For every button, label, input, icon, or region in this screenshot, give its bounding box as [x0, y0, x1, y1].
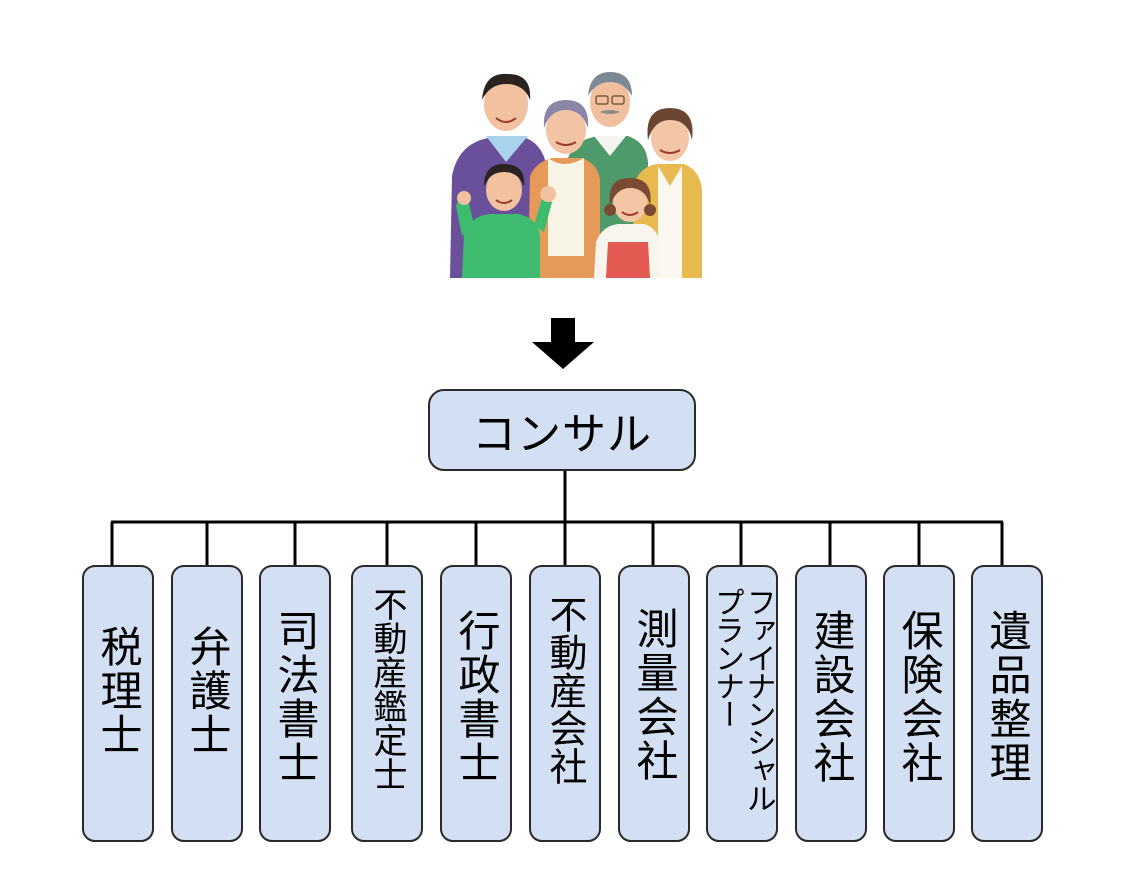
child-node-label: 測量会社: [630, 607, 679, 783]
son-figure: [456, 164, 556, 278]
child-node-label: ファイナンシャル プランナー: [709, 587, 776, 840]
child-node-lawyer[interactable]: 弁護士: [171, 565, 243, 842]
child-node-estate-cleanup[interactable]: 遺品整理: [971, 565, 1043, 842]
child-node-tax-accountant[interactable]: 税理士: [82, 565, 154, 842]
child-node-label-line: ファイナンシャル: [740, 587, 776, 811]
child-node-real-estate-appraiser[interactable]: 不動産鑑定士: [351, 565, 423, 842]
child-node-surveying-company[interactable]: 測量会社: [618, 565, 690, 842]
daughter-figure: [594, 178, 660, 278]
child-node-label: 建設会社: [807, 609, 856, 785]
child-node-label: 行政書士: [452, 609, 501, 785]
child-node-administrative-scrivener[interactable]: 行政書士: [440, 565, 512, 842]
root-node-label: コンサル: [472, 409, 652, 460]
child-node-label: 不動産鑑定士: [367, 587, 407, 791]
family-illustration: [450, 72, 702, 278]
child-node-label: 遺品整理: [983, 609, 1032, 785]
child-node-label: 弁護士: [183, 625, 232, 757]
root-node-consulting[interactable]: コンサル: [428, 389, 696, 471]
child-node-label: 保険会社: [895, 609, 944, 785]
child-node-financial-planner[interactable]: ファイナンシャル プランナー: [706, 565, 778, 842]
child-node-label-line: プランナー: [709, 587, 744, 727]
child-node-label: 税理士: [94, 625, 143, 757]
child-node-label: 不動産会社: [543, 595, 587, 785]
child-node-label: 司法書士: [271, 609, 320, 785]
child-node-insurance-company[interactable]: 保険会社: [883, 565, 955, 842]
child-node-judicial-scrivener[interactable]: 司法書士: [259, 565, 331, 842]
down-arrow-icon: [532, 318, 594, 369]
child-node-real-estate-company[interactable]: 不動産会社: [529, 565, 601, 842]
child-node-construction-company[interactable]: 建設会社: [795, 565, 867, 842]
